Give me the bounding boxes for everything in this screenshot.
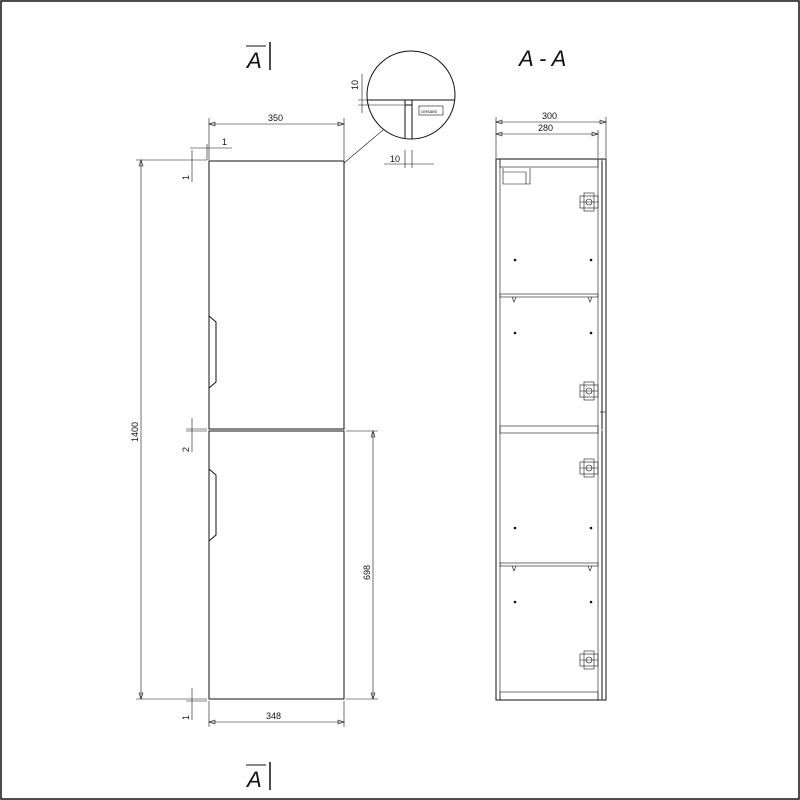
dim-inner-depth: 280 bbox=[538, 123, 553, 133]
dim-gap-bottom: 1 bbox=[181, 715, 191, 720]
section-mark-top: A bbox=[245, 42, 271, 73]
hinge-3 bbox=[579, 458, 599, 478]
dim-outer-depth: 300 bbox=[542, 111, 557, 121]
section-title: A - A bbox=[517, 46, 566, 71]
section-view: 300 280 bbox=[495, 111, 607, 701]
dim-lower-door: 698 bbox=[362, 565, 372, 580]
dim-gap-top: 1 bbox=[181, 175, 191, 180]
upper-door bbox=[208, 160, 345, 430]
detail-logo: cersanit bbox=[421, 109, 438, 114]
section-mark-top-label: A bbox=[245, 48, 262, 73]
hinge-1 bbox=[579, 192, 599, 212]
dim-gap-mid: 2 bbox=[181, 447, 191, 452]
dim-height: 1400 bbox=[130, 422, 140, 442]
lower-door bbox=[208, 430, 345, 700]
section-mark-bottom: A bbox=[245, 762, 271, 792]
detail-depth: 10 bbox=[350, 80, 360, 90]
lower-handle bbox=[208, 468, 217, 542]
detail-view: cersanit 10 10 bbox=[350, 50, 456, 168]
hinge-2 bbox=[579, 381, 599, 401]
dim-width-bottom: 348 bbox=[266, 711, 281, 721]
front-view: 350 1 1400 1 2 1 698 348 bbox=[130, 113, 384, 727]
upper-handle bbox=[208, 315, 217, 389]
dim-width-top: 350 bbox=[268, 113, 283, 123]
detail-width: 10 bbox=[390, 154, 400, 164]
section-mark-bottom-label: A bbox=[245, 767, 262, 792]
dim-side-gap: 1 bbox=[222, 137, 227, 147]
hinge-4 bbox=[579, 650, 599, 670]
